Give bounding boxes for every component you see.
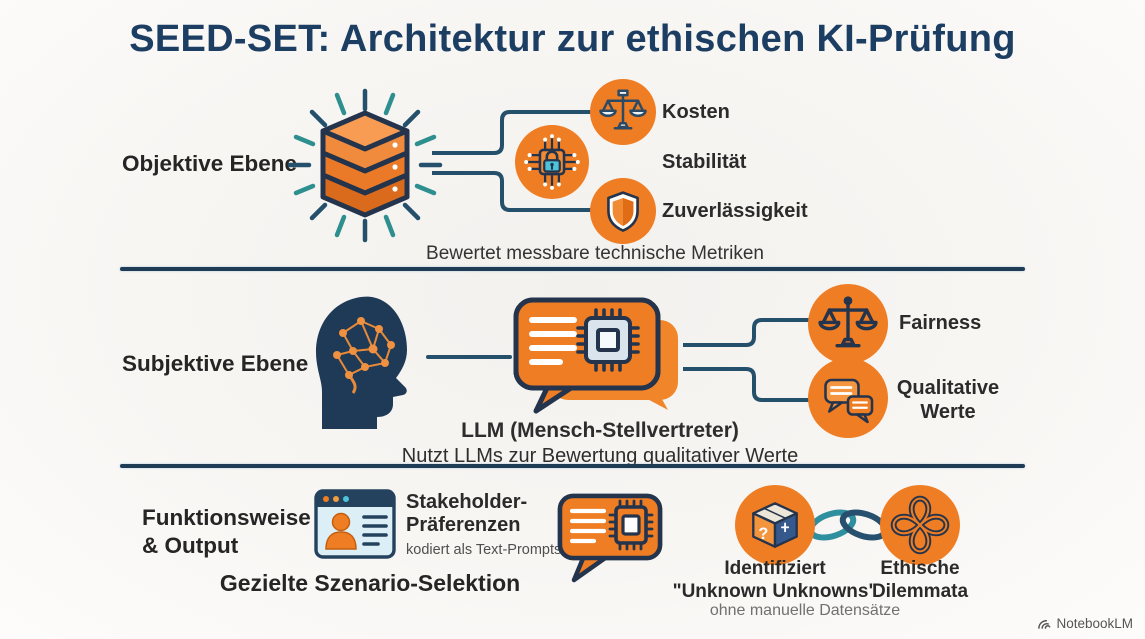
shield-icon: [590, 178, 656, 244]
stakeholder-sub: kodiert als Text-Prompts: [406, 542, 562, 558]
unknown-box-icon: ?: [735, 485, 815, 565]
unknowns-line1: Identifiziert: [724, 558, 826, 579]
output-caption: ohne manuelle Datensätze: [709, 602, 901, 619]
qualitative-line2: Werte: [920, 401, 976, 423]
head-brain-icon: [316, 296, 407, 429]
dilemma-line1: Ethische: [880, 558, 960, 579]
scales-icon: [590, 79, 656, 145]
stakeholder-line2: Präferenzen: [406, 514, 521, 536]
section-label-objective: Objektive Ebene: [122, 151, 298, 176]
knot-icon: [880, 485, 960, 565]
browser-person-icon: [314, 489, 396, 559]
unknowns-line2: "Unknown Unknowns": [672, 581, 878, 602]
llm-center-label: LLM (Mensch-Stellvertreter): [461, 419, 739, 442]
scenario-label: Gezielte Szenario-Selektion: [219, 570, 521, 596]
database-icon: [287, 88, 443, 243]
stakeholder-line1: Stakeholder-: [406, 491, 528, 513]
qualitative-line1: Qualitative: [896, 377, 1000, 399]
page-title: SEED-SET: Architektur zur ethischen KI-P…: [129, 18, 1016, 60]
subjective-label-fairness: Fairness: [899, 312, 982, 334]
dilemma-label: Ethische Dilemmata: [860, 557, 980, 603]
watermark: NotebookLM: [1037, 616, 1133, 631]
output-label-line2: & Output: [142, 533, 239, 558]
divider-1: [120, 267, 1025, 271]
metric-label-kosten: Kosten: [662, 101, 730, 123]
connector-subjective: [683, 318, 812, 402]
section-label-output: Funktionsweise & Output: [142, 504, 311, 560]
chat-chip-icon: [513, 297, 678, 414]
chat-chip-small-icon: [557, 493, 663, 583]
circuit-lock-icon: [515, 125, 589, 199]
connector-head-llm: [426, 355, 512, 359]
metric-label-zuverlaessigkeit: Zuverlässigkeit: [662, 200, 808, 222]
objective-caption: Bewertet messbare technische Metriken: [426, 243, 764, 264]
stakeholder-block: Stakeholder- Präferenzen kodiert als Tex…: [406, 491, 561, 558]
chain-link-icon: [807, 509, 889, 541]
notebooklm-logo-icon: [1038, 619, 1051, 629]
divider-2: [120, 464, 1025, 468]
subjective-label-qualitative: Qualitative Werte: [888, 376, 1008, 424]
svg-text:?: ?: [758, 525, 768, 543]
section-label-subjective: Subjektive Ebene: [122, 351, 309, 376]
watermark-label: NotebookLM: [1056, 616, 1133, 631]
unknowns-label: Identifiziert "Unknown Unknowns": [670, 557, 880, 603]
subjective-caption: Nutzt LLMs zur Bewertung qualitativer We…: [401, 445, 799, 467]
metric-label-stabilitaet: Stabilität: [662, 151, 747, 173]
output-label-line1: Funktionsweise: [142, 505, 311, 530]
chat-bubbles-icon: [808, 358, 888, 438]
balance-scale-icon: [808, 284, 888, 364]
connector-objective: [432, 110, 592, 212]
dilemma-line2: Dilemmata: [871, 581, 969, 602]
